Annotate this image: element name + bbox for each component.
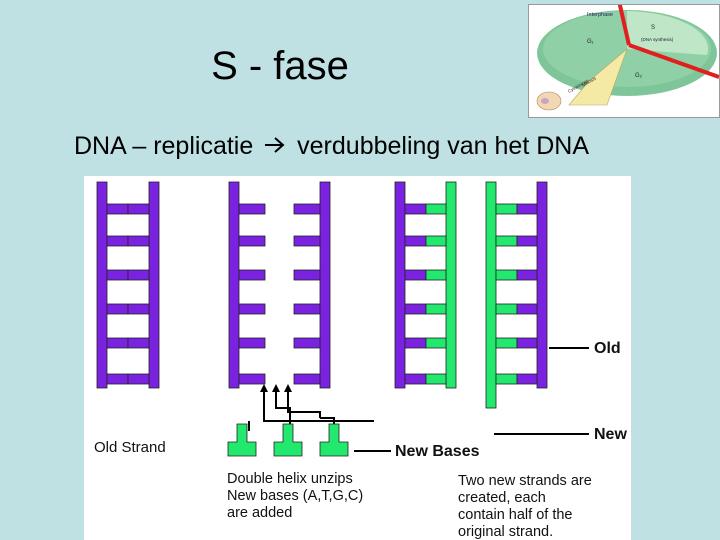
label-old-strand: Old Strand [94,439,166,456]
up-arrow-icon [272,384,280,392]
insertion-arrows [260,384,292,392]
old-base-rung [106,373,129,385]
old-base-rung [404,203,427,215]
new-base-rung [495,303,518,315]
label-new-bases: New Bases [395,443,480,460]
old-base-rung [293,235,321,247]
old-strand-backbone [228,181,240,389]
old-strand-backbone [536,181,548,389]
cell-cycle-inset: Interphase S (DNA synthesis) G₁ G₂ Mitos… [528,4,720,118]
caption-left-line: New bases (A,T,G,C) [227,488,364,504]
slide-subtitle: DNA – replicatie verdubbeling van het DN… [74,132,589,161]
label-new: New [594,426,627,443]
caption-left-line: Double helix unzips [227,471,353,487]
new-base-rung [495,337,518,349]
new-base-rung [495,235,518,247]
new-base-rung [495,269,518,281]
caption-right-line: Two new strands are [458,473,592,489]
old-base-rung [127,373,150,385]
old-base-rung [127,337,150,349]
caption-left-line: are added [227,505,293,521]
dna-ladders [96,181,589,457]
old-base-rung [293,269,321,281]
right-arrow-icon [264,132,286,161]
old-base-rung [106,337,129,349]
old-base-rung [238,337,266,349]
up-arrow-icon [284,384,292,392]
old-base-rung [404,269,427,281]
new-base-block [319,423,349,457]
subtitle-text-post: verdubbeling van het DNA [297,132,590,160]
inset-label-s: S [651,25,655,31]
old-base-rung [106,235,129,247]
new-strand-backbone [485,181,497,409]
inset-label-s-sub: (DNA synthesis) [641,37,674,42]
old-base-rung [516,235,538,247]
old-base-rung [516,269,538,281]
new-base-rung [425,337,447,349]
old-base-rung [404,373,427,385]
caption-right: Two new strands are created, each contai… [458,473,592,540]
old-base-rung [516,303,538,315]
new-base-rung [495,203,518,215]
slide-title: S - fase [211,44,349,88]
old-base-rung [106,269,129,281]
old-base-rung [404,303,427,315]
inset-label-interphase: Interphase [587,12,613,18]
old-base-rung [127,303,150,315]
old-strand-backbone [394,181,406,389]
old-strand-backbone [319,181,331,389]
inset-label-g2: G₂ [635,73,643,79]
old-base-rung [293,303,321,315]
new-strand-backbone [445,181,457,389]
new-base-block [227,423,257,457]
subtitle-text-pre: DNA – replicatie [74,132,254,160]
old-base-rung [293,337,321,349]
old-base-rung [293,203,321,215]
old-base-rung [238,303,266,315]
old-base-rung [238,269,266,281]
old-base-rung [127,203,150,215]
new-base-block [273,423,303,457]
old-base-rung [106,303,129,315]
new-base-rung [425,373,447,385]
old-base-rung [516,203,538,215]
caption-right-line: created, each [458,490,546,506]
old-base-rung [293,373,321,385]
caption-right-line: contain half of the [458,507,573,523]
pointer-lines [248,347,589,452]
new-base-rung [425,269,447,281]
old-base-rung [238,235,266,247]
old-base-rung [516,337,538,349]
inset-label-g1: G₁ [587,39,594,45]
label-old: Old [594,340,621,357]
old-base-rung [106,203,129,215]
old-strand-backbone [148,181,160,389]
new-base-rung [495,373,518,385]
caption-left: Double helix unzips New bases (A,T,G,C) … [227,471,363,522]
old-base-rung [238,203,266,215]
old-strand-backbone [96,181,108,389]
new-base-rung [425,303,447,315]
up-arrow-icon [260,384,268,392]
new-base-rung [425,235,447,247]
new-base-rung [425,203,447,215]
old-base-rung [404,337,427,349]
dna-replication-diagram: Old New Old Strand New Bases Double heli… [84,176,631,540]
old-base-rung [127,235,150,247]
old-base-rung [404,235,427,247]
cell-cycle-diagram: Interphase S (DNA synthesis) G₁ G₂ Mitos… [536,5,719,111]
old-base-rung [238,373,266,385]
caption-right-line: original strand. [458,524,554,540]
old-base-rung [516,373,538,385]
old-base-rung [127,269,150,281]
